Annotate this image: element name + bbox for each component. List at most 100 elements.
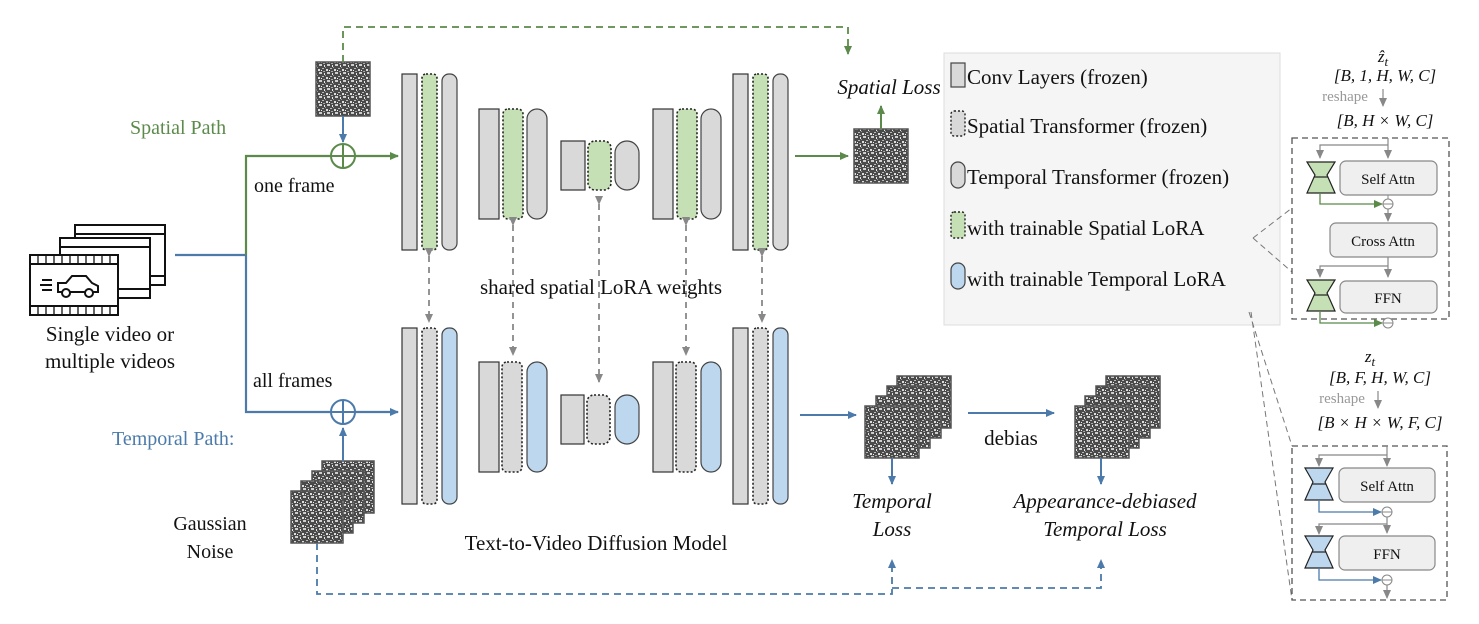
- debiased-loss-line1: Appearance-debiased: [1011, 489, 1197, 513]
- legend-item-conv: Conv Layers (frozen): [950, 62, 1148, 89]
- conv-layer: [478, 361, 500, 473]
- input-label-line2: multiple videos: [45, 349, 175, 373]
- conv-layer: [652, 361, 674, 473]
- legend-swatch-spatial-lora: [950, 211, 966, 239]
- block-label: Cross Attn: [1351, 234, 1415, 250]
- legend: Conv Layers (frozen) Spatial Transformer…: [943, 52, 1281, 326]
- legend-swatch-temporal-lora: [950, 262, 966, 290]
- block-label: FFN: [1374, 291, 1402, 307]
- conv-layer: [732, 73, 749, 251]
- conv-layer: [732, 327, 749, 505]
- spatial-reshape-label: reshape: [1322, 89, 1368, 105]
- temporal-noise-target-dashed: [316, 543, 896, 595]
- spatial-branch-label: one frame: [254, 175, 335, 197]
- conv-layer: [401, 327, 418, 505]
- spatial-transformer-lora: [676, 108, 698, 220]
- spatial-shape-in: [B, 1, H, W, C]: [1334, 66, 1436, 85]
- temporal-transformer-lora: [441, 327, 458, 505]
- legend-label: Conv Layers (frozen): [967, 65, 1148, 89]
- spatial-shape-out: [B, H × W, C]: [1337, 111, 1434, 130]
- conv-layer: [478, 108, 500, 220]
- temporal-transformer-lora: [614, 394, 640, 445]
- legend-item-spatial-transformer: Spatial Transformer (frozen): [950, 110, 1207, 138]
- spatial-branch-line: [244, 152, 399, 255]
- legend-label: Temporal Transformer (frozen): [967, 165, 1229, 189]
- temporal-loss-line1: Temporal: [852, 489, 932, 513]
- noise-label-line2: Noise: [187, 541, 234, 563]
- ffn-block: [1339, 280, 1438, 314]
- debiased-output-noise-stack: [1074, 375, 1161, 459]
- video-film-stack-icon: [29, 224, 166, 316]
- temporal-var: zt: [1364, 347, 1376, 369]
- spatial-transformer-lora: [587, 140, 612, 191]
- legend-item-temporal-transformer: Temporal Transformer (frozen): [950, 161, 1229, 189]
- shared-weight-arrows: [425, 196, 766, 383]
- unet-spatial-path: [401, 73, 789, 251]
- conv-layer: [401, 73, 418, 251]
- self-attn-block: [1338, 467, 1436, 503]
- debias-label: debias: [984, 426, 1038, 450]
- detail-temporal-lora: zt [B, F, H, W, C] reshape [B × H × W, F…: [1291, 347, 1448, 601]
- temporal-transformer-lora: [526, 361, 548, 473]
- temporal-path-label: Temporal Path:: [112, 428, 234, 450]
- spatial-loss-label: Spatial Loss: [837, 75, 940, 99]
- legend-label: Spatial Transformer (frozen): [967, 114, 1207, 138]
- input-label-line1: Single video or: [46, 322, 174, 346]
- spatial-output-noise: [853, 128, 909, 184]
- car-icon: [40, 275, 99, 298]
- temporal-detail-box: [1291, 445, 1448, 601]
- block-label: Self Attn: [1361, 172, 1415, 188]
- conv-layer: [560, 140, 586, 191]
- debiased-loss-line2: Temporal Loss: [1043, 517, 1167, 541]
- spatial-transformer: [675, 361, 697, 473]
- spatial-transformer-lora: [752, 73, 769, 251]
- temporal-output-noise-stack: [864, 375, 952, 459]
- spatial-transformer-lora: [421, 73, 438, 251]
- block-label: Self Attn: [1360, 479, 1414, 495]
- legend-swatch-conv: [950, 62, 966, 88]
- spatial-transformer: [752, 327, 769, 505]
- temporal-loss-line2: Loss: [872, 517, 912, 541]
- temporal-transformer-lora: [772, 327, 789, 505]
- temporal-transformer: [772, 73, 789, 251]
- legend-item-temporal-lora: with trainable Temporal LoRA: [950, 262, 1227, 291]
- temporal-transformer: [526, 108, 548, 220]
- spatial-add-icon: [330, 143, 356, 169]
- unet-temporal-path: [401, 327, 789, 505]
- spatial-detail-box: [1291, 137, 1450, 320]
- block-label: FFN: [1373, 547, 1401, 563]
- temporal-reshape-label: reshape: [1319, 391, 1365, 407]
- temporal-transformer-lora: [700, 361, 722, 473]
- spatial-transformer-lora: [502, 108, 524, 220]
- temporal-add-icon: [330, 399, 356, 425]
- legend-item-spatial-lora: with trainable Spatial LoRA: [950, 211, 1205, 240]
- model-title: Text-to-Video Diffusion Model: [465, 531, 728, 555]
- cross-attn-block: [1329, 222, 1438, 258]
- callout-lines: [1248, 207, 1293, 601]
- ffn-block: [1338, 535, 1436, 571]
- temporal-transformer: [700, 108, 722, 220]
- spatial-transformer: [586, 394, 611, 445]
- spatial-noise-image: [315, 61, 371, 117]
- debiased-target-dashed: [892, 559, 1105, 589]
- legend-swatch-temporal-transformer: [950, 161, 966, 189]
- spatial-transformer: [501, 361, 523, 473]
- temporal-shape-in: [B, F, H, W, C]: [1329, 368, 1431, 387]
- shared-weights-label: shared spatial LoRA weights: [480, 275, 722, 299]
- temporal-transformer: [614, 140, 640, 191]
- gaussian-noise-stack: [290, 460, 375, 544]
- spatial-transformer: [421, 327, 438, 505]
- spatial-var: ẑt: [1377, 47, 1389, 69]
- temporal-branch-label: all frames: [253, 370, 333, 392]
- temporal-shape-out: [B × H × W, F, C]: [1318, 413, 1443, 432]
- legend-label: with trainable Spatial LoRA: [967, 216, 1205, 240]
- conv-layer: [560, 394, 585, 445]
- legend-label: with trainable Temporal LoRA: [967, 267, 1227, 291]
- spatial-noise-target-dashed: [342, 26, 852, 62]
- conv-layer: [652, 108, 674, 220]
- noise-label-line1: Gaussian: [173, 513, 246, 535]
- detail-spatial-lora: ẑt [B, 1, H, W, C] reshape [B, H × W, C]…: [1291, 47, 1450, 329]
- spatial-path-label: Spatial Path: [130, 117, 226, 139]
- temporal-transformer: [441, 73, 458, 251]
